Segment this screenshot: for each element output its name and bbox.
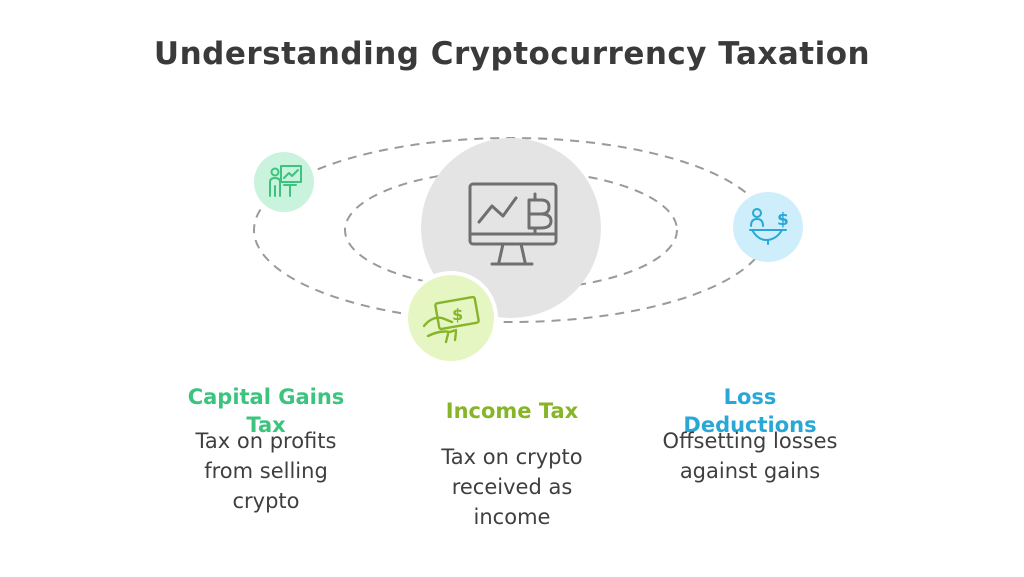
income-circle [404,271,498,365]
page-title: Understanding Cryptocurrency Taxation [153,36,871,72]
income-description: Tax on crypto received as income [441,445,583,529]
presenter-chart-icon [269,165,302,197]
svg-text:$: $ [777,210,789,230]
center-circle [421,138,601,318]
loss-deductions-description: Offsetting losses against gains [662,429,838,483]
income-heading: Income Tax [445,399,579,423]
person-scale-dollar-icon: $ [749,208,789,245]
loss-deductions-circle [733,192,803,262]
svg-text:$: $ [452,305,463,324]
monitor-bitcoin-icon [468,182,558,266]
hand-cash-icon: $ [422,295,480,344]
loss-deductions-heading: Loss Deductions [683,385,817,437]
capital-gains-description: Tax on profits from selling crypto [195,429,337,513]
capital-gains-heading: Capital Gains Tax [187,385,345,437]
